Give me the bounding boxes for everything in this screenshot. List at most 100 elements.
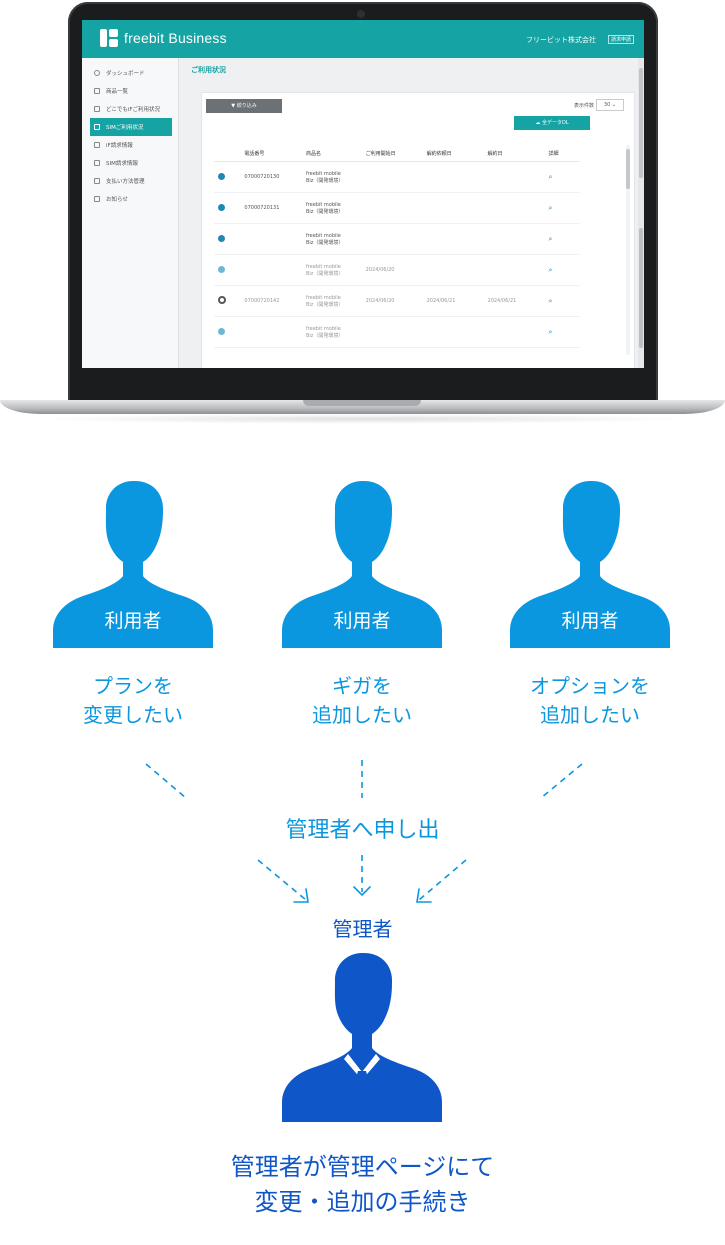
sidebar-item-payment[interactable]: 支払い方法管理 <box>82 172 178 190</box>
column-header[interactable]: 解約日 <box>487 145 549 162</box>
start-date: 2024/06/20 <box>365 285 427 317</box>
sim-table: 電話番号 商品名 ご利用開始日 解約依頼日 解約日 詳細 07000720130 <box>214 145 580 348</box>
arrow-head-center-icon <box>353 886 371 897</box>
start-date <box>365 316 427 348</box>
user-wish-3: オプションを 追加したい <box>530 674 650 727</box>
table-scrollbar[interactable] <box>626 145 630 355</box>
column-header <box>214 145 245 162</box>
user-figure-1: 利用者 <box>53 478 213 648</box>
sidebar-item-sim-usage[interactable]: SIMご利用状況 <box>90 118 172 136</box>
phone-number <box>244 254 306 286</box>
end-date <box>487 192 549 224</box>
table-scrollbar-thumb[interactable] <box>626 149 630 189</box>
page-title: ご利用状況 <box>191 66 226 74</box>
camera-dot <box>357 10 365 18</box>
phone-number: 07000720130 <box>244 161 306 193</box>
cloud-download-icon: ☁ <box>535 120 542 126</box>
request-date <box>426 223 488 255</box>
app-header: freebit Business フリービット株式会社 請求申請 <box>82 20 644 58</box>
dashed-arrow-right <box>418 859 467 901</box>
sidebar-item-sim-billing[interactable]: SIM請求情報 <box>82 154 178 172</box>
request-date <box>426 316 488 348</box>
app-logo-text: freebit Business <box>124 30 227 46</box>
start-date <box>365 161 427 193</box>
user-silhouette-icon <box>53 480 213 648</box>
dashed-arrow-left <box>257 859 307 901</box>
company-name: フリービット株式会社 <box>526 36 596 44</box>
detail-search-icon[interactable]: ⌕ <box>548 172 553 181</box>
sidebar-item-if-billing[interactable]: iF請求情報 <box>82 136 178 154</box>
mail-icon <box>94 196 100 202</box>
dashed-line <box>145 763 187 799</box>
app-logo[interactable]: freebit Business <box>100 29 227 47</box>
sidebar: ダッシュボード 商品一覧 どこでもiFご利用状況 SIMご利用状況 iF請求情報… <box>82 58 179 368</box>
column-header[interactable]: 商品名 <box>305 145 366 162</box>
end-date: 2024/06/21 <box>487 285 549 317</box>
request-date: 2024/06/21 <box>426 285 488 317</box>
cart-icon <box>94 88 100 94</box>
bill-icon <box>94 160 100 166</box>
column-header[interactable]: 解約依頼日 <box>426 145 488 162</box>
detail-search-icon[interactable]: ⌕ <box>548 296 553 305</box>
column-header[interactable]: ご利用開始日 <box>365 145 427 162</box>
end-date <box>487 223 549 255</box>
phone-number: 07000720131 <box>244 192 306 224</box>
card-icon <box>94 178 100 184</box>
user-label: 利用者 <box>333 610 391 632</box>
sidebar-item-news[interactable]: お知らせ <box>82 190 178 208</box>
request-to-admin-text: 管理者へ申し出 <box>285 818 440 843</box>
laptop-base <box>0 400 725 414</box>
phone-number <box>244 316 306 348</box>
start-date <box>365 192 427 224</box>
column-header[interactable]: 電話番号 <box>244 145 306 162</box>
per-page-select[interactable]: 30 ⌄ <box>596 99 624 111</box>
filter-icon: ▼ <box>231 103 237 109</box>
dashboard-icon <box>94 70 100 76</box>
end-date <box>487 254 549 286</box>
page-scrollbar[interactable] <box>638 58 644 368</box>
start-date: 2024/06/20 <box>365 254 427 286</box>
bill-icon <box>94 142 100 148</box>
user-label: 利用者 <box>104 610 162 632</box>
laptop-mockup: freebit Business フリービット株式会社 請求申請 ダッシュボード… <box>0 0 725 430</box>
user-silhouette-icon <box>282 480 442 648</box>
user-label: 利用者 <box>561 610 619 632</box>
filter-button[interactable]: ▼ 絞り込み <box>206 99 282 113</box>
sidebar-item-dashboard[interactable]: ダッシュボード <box>82 64 178 82</box>
admin-figure <box>282 950 442 1122</box>
admin-action-text: 管理者が管理ページにて 変更・追加の手続き <box>230 1153 495 1216</box>
column-header: 詳細 <box>548 145 580 162</box>
sidebar-item-products[interactable]: 商品一覧 <box>82 82 178 100</box>
check-icon <box>218 203 225 211</box>
sidebar-item-if-usage[interactable]: どこでもiFご利用状況 <box>82 100 178 118</box>
usage-card: ▼ 絞り込み 表示件数 30 ⌄ ☁ 全データDL 電話番号 商品名 ご利用開始… <box>201 92 635 368</box>
check-icon <box>218 234 225 242</box>
header-action-button[interactable]: 請求申請 <box>607 35 634 44</box>
start-date <box>365 223 427 255</box>
arrow-head-left-icon <box>293 888 309 903</box>
per-page-label: 表示件数 <box>573 103 594 109</box>
download-all-button[interactable]: ☁ 全データDL <box>514 116 590 130</box>
request-date <box>426 254 488 286</box>
admin-silhouette-icon <box>282 952 442 1122</box>
end-date <box>487 161 549 193</box>
user-figure-3: 利用者 <box>510 478 670 648</box>
detail-search-icon[interactable]: ⌕ <box>548 203 553 212</box>
check-icon <box>218 327 225 335</box>
detail-search-icon[interactable]: ⌕ <box>548 265 553 274</box>
detail-search-icon[interactable]: ⌕ <box>548 327 553 336</box>
detail-search-icon[interactable]: ⌕ <box>548 234 553 243</box>
